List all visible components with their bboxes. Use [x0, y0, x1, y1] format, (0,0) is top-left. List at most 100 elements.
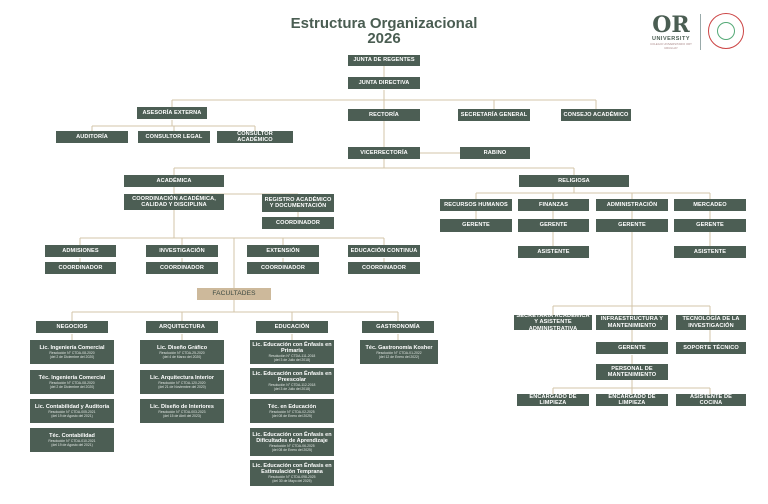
- logo-tagline: COLEGIO UNIVERSITARIO ORT URUGUAY: [650, 42, 692, 50]
- program-card: Lic. Educación con Énfasis en Estimulaci…: [250, 460, 334, 486]
- program-resolution: Resolución N° CTDA-005-2021: [48, 409, 96, 414]
- soporte-tecnico-box: SOPORTE TÉCNICO: [676, 342, 746, 354]
- page-title: Estructura Organizacional: [290, 15, 478, 32]
- educacion-box: EDUCACIÓN: [256, 321, 328, 333]
- personal-mantenimiento-box: PERSONAL DE MANTENIMIENTO: [596, 364, 668, 380]
- admisiones-box: ADMISIONES: [45, 245, 116, 257]
- program-date: (del 15 de Abril del 2023): [163, 414, 201, 419]
- program-date: (del 08 de Enero del 2025): [271, 414, 313, 419]
- university-logo: OR UNIVERSITY COLEGIO UNIVERSITARIO ORT …: [648, 14, 694, 50]
- coordinacion-academica-box: COORDINACIÓN ACADÉMICA, CALIDAD Y DISCIP…: [124, 194, 224, 210]
- investigacion-box: INVESTIGACIÓN: [146, 245, 218, 257]
- program-resolution: Resolución N° CTDA-003-2023: [158, 409, 206, 414]
- program-card: Téc. Ingeniería Comercial Resolución N° …: [30, 370, 114, 394]
- program-resolution: Resolución N° CTDA-112-2018: [268, 383, 316, 388]
- extension-box: EXTENSIÓN: [247, 245, 319, 257]
- program-card: Lic. Contabilidad y Auditoría Resolución…: [30, 399, 114, 423]
- program-title: Lic. Diseño de Interiores: [150, 403, 214, 410]
- vicerrectoria-box: VICERRECTORÍA: [348, 147, 420, 159]
- program-card: Téc. Gastronomía Kosher Resolución N° CT…: [360, 340, 438, 364]
- facultades-box: FACULTADES: [197, 288, 271, 300]
- asesoria-externa-box: ASESORÍA EXTERNA: [137, 107, 207, 119]
- educacion-continua-coordinador-box: COORDINADOR: [348, 262, 420, 274]
- encargado-limpieza-box: ENCARGADO DE LIMPIEZA: [596, 394, 668, 406]
- certification-seal-icon: [708, 13, 744, 49]
- asistente-cocina-box: ASISTENTE DE COCINA: [676, 394, 746, 406]
- program-title: Téc. Ingeniería Comercial: [38, 374, 106, 381]
- program-title: Lic. Educación con Énfasis en Estimulaci…: [252, 462, 332, 475]
- auditoria-box: AUDITORÍA: [56, 131, 128, 143]
- program-title: Lic. Arquitectura Interior: [150, 374, 214, 381]
- investigacion-coordinador-box: COORDINADOR: [146, 262, 218, 274]
- program-title: Lic. Educación con Énfasis en Dificultad…: [252, 431, 332, 444]
- program-resolution: Resolución N° CTDA-02-2025: [269, 409, 315, 414]
- finanzas-box: FINANZAS: [518, 199, 589, 211]
- mercadeo-asistente-box: ASISTENTE: [674, 246, 746, 258]
- religiosa-box: RELIGIOSA: [519, 175, 629, 187]
- recursos-humanos-box: RECURSOS HUMANOS: [440, 199, 512, 211]
- tecnologia-investigacion-box: TECNOLOGÍA DE LA INVESTIGACIÓN: [676, 315, 746, 330]
- program-date: (del 2 de Diciembre del 2020): [49, 385, 95, 390]
- consultor-academico-box: CONSULTOR ACADÉMICO: [217, 131, 293, 143]
- program-title: Lic. Educación con Énfasis en Preescolar: [252, 370, 332, 383]
- program-date: (del 30 de Mayo del 2025): [272, 479, 312, 484]
- program-resolution: Resolución N° CTDA-010-2021: [48, 438, 96, 443]
- junta-regentes-box: JUNTA DE REGENTES: [348, 55, 420, 66]
- program-card: Lic. Diseño Gráfico Resolución N° CTDA-2…: [140, 340, 224, 364]
- finanzas-asistente-box: ASISTENTE: [518, 246, 589, 258]
- program-resolution: Resolución N° CTDA-25-2020: [159, 350, 205, 355]
- consejo-academico-box: CONSEJO ACADÉMICO: [561, 109, 631, 121]
- program-card: Téc. en Educación Resolución N° CTDA-02-…: [250, 399, 334, 423]
- program-date: (del 3 de Julio del 2018): [273, 387, 311, 392]
- rectoria-box: RECTORÍA: [348, 109, 420, 121]
- program-title: Lic. Diseño Gráfico: [156, 344, 208, 351]
- program-card: Lic. Educación con Énfasis en Preescolar…: [250, 368, 334, 394]
- academica-box: ACADÉMICA: [124, 175, 224, 187]
- program-resolution: Resolución N° CTDA-08-2020: [49, 350, 95, 355]
- program-card: Lic. Arquitectura Interior Resolución N°…: [140, 370, 224, 394]
- gastronomia-box: GASTRONOMÍA: [362, 321, 434, 333]
- negocios-box: NEGOCIOS: [36, 321, 108, 333]
- infraestructura-box: INFRAESTRUCTURA Y MANTENIMIENTO: [596, 315, 668, 330]
- program-date: (del 4 de Marzo del 2020): [162, 355, 202, 360]
- finanzas-gerente-box: GERENTE: [518, 219, 589, 232]
- program-card: Lic. Educación con Énfasis en Primaria R…: [250, 340, 334, 364]
- program-title: Téc. en Educación: [267, 403, 317, 410]
- program-date: (del 12 de Enero del 2022): [378, 355, 420, 360]
- program-title: Lic. Educación con Énfasis en Primaria: [252, 341, 332, 354]
- secretaria-academica-box: SECRETARÍA ACADÉMICA Y ASISTENTE ADMINIS…: [514, 313, 592, 332]
- admisiones-coordinador-box: COORDINADOR: [45, 262, 116, 274]
- secretaria-general-box: SECRETARÍA GENERAL: [458, 109, 530, 121]
- logo-mark: OR: [652, 12, 690, 38]
- program-resolution: Resolución N° CTDA-06-2025: [269, 444, 315, 449]
- rabino-box: RABINO: [460, 147, 530, 159]
- program-resolution: Resolución N° CTDA-08-2020: [49, 380, 95, 385]
- program-date: (del 2 de Diciembre del 2020): [49, 355, 95, 360]
- program-resolution: Resolución N° CTDA-01-2022: [376, 350, 422, 355]
- program-resolution: Resolución N° CTDA-120-2020: [158, 380, 206, 385]
- mercadeo-gerente-box: GERENTE: [674, 219, 746, 232]
- infra-gerente-box: GERENTE: [596, 342, 668, 354]
- consultor-legal-box: CONSULTOR LEGAL: [138, 131, 210, 143]
- arquitectura-box: ARQUITECTURA: [146, 321, 218, 333]
- program-date: (del 3 de Julio del 2018): [273, 358, 311, 363]
- encargado-limpieza-box: ENCARGADO DE LIMPIEZA: [517, 394, 589, 406]
- program-date: (del 19 de Agosto del 2021): [51, 414, 93, 419]
- program-card: Téc. Contabilidad Resolución N° CTDA-010…: [30, 428, 114, 452]
- mercadeo-box: MERCADEO: [674, 199, 746, 211]
- program-card: Lic. Educación con Énfasis en Dificultad…: [250, 428, 334, 456]
- program-date: (del 08 de Enero del 2025): [271, 448, 313, 453]
- registro-coordinador-box: COORDINADOR: [262, 217, 334, 229]
- extension-coordinador-box: COORDINADOR: [247, 262, 319, 274]
- registro-academico-box: REGISTRO ACADÉMICO Y DOCUMENTACIÓN: [262, 194, 334, 212]
- logo-divider: [700, 14, 701, 50]
- program-resolution: Resolución N° CTDA-111-2018: [268, 354, 316, 359]
- program-card: Lic. Ingeniería Comercial Resolución N° …: [30, 340, 114, 364]
- logo-name: UNIVERSITY: [651, 36, 690, 42]
- program-title: Téc. Contabilidad: [49, 432, 95, 439]
- program-card: Lic. Diseño de Interiores Resolución N° …: [140, 399, 224, 423]
- administracion-box: ADMINISTRACIÓN: [596, 199, 668, 211]
- program-date: (del 19 de Agosto del 2021): [51, 443, 93, 448]
- administracion-gerente-box: GERENTE: [596, 219, 668, 232]
